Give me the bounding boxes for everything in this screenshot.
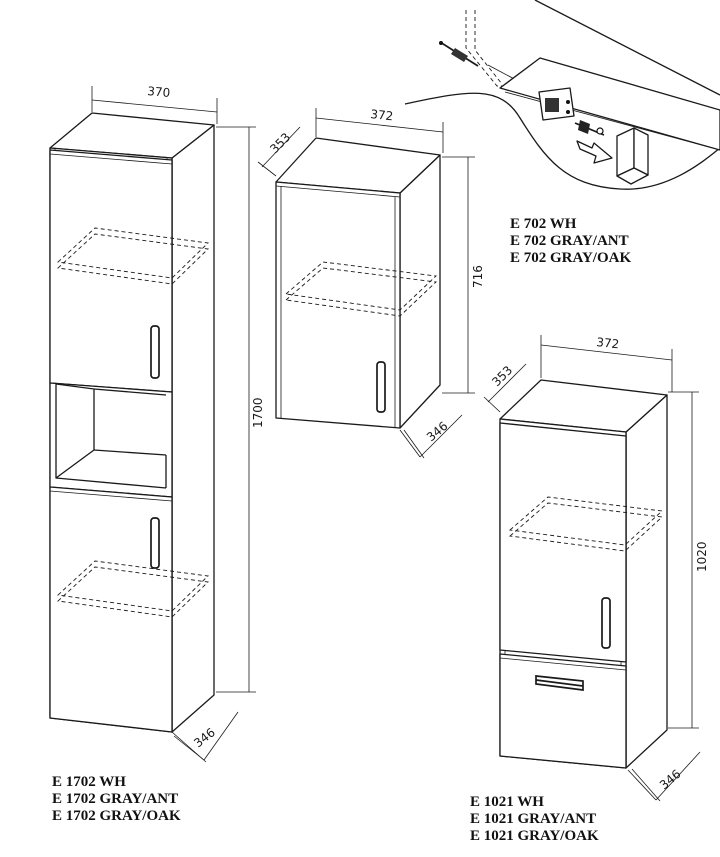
model-label: E 702 GRAY/OAK (510, 250, 632, 266)
wall-cabinet-width-dimension: 372 (315, 107, 444, 153)
mid-cabinet-height-label: 1020 (695, 541, 709, 572)
mid-cabinet: 372 353 1020 346 (483, 335, 709, 802)
tall-cabinet-upper-handle (150, 325, 160, 379)
wall-cabinet-height-label: 716 (471, 265, 485, 288)
mid-cabinet-top-depth-label: 353 (489, 363, 515, 389)
wall-screw-icon (439, 41, 479, 67)
tall-cabinet-shelf-upper (56, 227, 209, 285)
model-label: E 1021 WH (470, 794, 544, 810)
corner-bracket-icon (616, 127, 649, 185)
mounting-bolt-icon (574, 120, 605, 136)
tall-cabinet-lower-handle (150, 517, 160, 569)
mid-cabinet-model-labels: E 1021 WH E 1021 GRAY/ANT E 1021 GRAY/OA… (470, 794, 599, 845)
model-label: E 702 GRAY/ANT (510, 233, 629, 249)
model-label: E 1702 WH (52, 774, 126, 790)
mid-cabinet-door (499, 422, 627, 663)
model-label: E 1702 GRAY/OAK (52, 808, 181, 824)
wall-cabinet-front (275, 181, 401, 429)
model-label: E 1021 GRAY/OAK (470, 828, 599, 844)
wall-cabinet-handle (376, 361, 386, 413)
wall-mount-bracket-plate (545, 98, 559, 112)
tall-cabinet-upper-door (49, 149, 173, 393)
wall-cabinet-top-depth-label: 353 (267, 130, 293, 156)
mid-cabinet-drawer (499, 653, 627, 769)
detail-outline-curve (404, 92, 720, 190)
tall-cabinet-model-labels: E 1702 WH E 1702 GRAY/ANT E 1702 GRAY/OA… (52, 774, 181, 825)
wall-cabinet-depth-label: 346 (424, 419, 451, 444)
mid-cabinet-side (625, 394, 668, 769)
wall-cabinet-depth-dimension: 346 (399, 414, 463, 459)
wall-cabinet-model-labels: E 702 WH E 702 GRAY/ANT E 702 GRAY/OAK (510, 216, 631, 267)
wall-mount-detail (404, 0, 720, 190)
tall-cabinet-width-label: 370 (147, 84, 171, 100)
model-label: E 1021 GRAY/ANT (470, 811, 597, 827)
wall-cabinet-shelf (284, 261, 438, 317)
wall-cabinet-width-label: 372 (370, 107, 394, 123)
tall-cabinet-shelf-lower (56, 560, 209, 618)
mid-cabinet-drawer-handle (535, 675, 584, 691)
model-label: E 1702 GRAY/ANT (52, 791, 179, 807)
mid-cabinet-depth-dimension: 346 (627, 751, 701, 802)
tall-cabinet-height-dimension: 1700 (216, 126, 265, 693)
tall-cabinet-side (171, 124, 215, 733)
mid-cabinet-shelf (508, 496, 664, 552)
tall-cabinet-lower-door (49, 486, 173, 733)
mid-cabinet-depth-label: 346 (657, 767, 684, 792)
wall-cabinet-height-dimension: 716 (442, 156, 485, 394)
arrow-icon (576, 140, 613, 164)
mid-cabinet-height-dimension: 1020 (668, 391, 709, 729)
wall-mount-rail (499, 57, 720, 151)
tall-cabinet: 370 1700 346 (49, 84, 265, 763)
model-label: E 702 WH (510, 216, 577, 232)
tall-cabinet-width-dimension: 370 (91, 84, 218, 124)
wall-cabinet: 372 353 716 346 (257, 107, 485, 459)
mid-cabinet-width-label: 372 (596, 335, 620, 351)
detail-outline-top (534, 0, 720, 96)
mid-cabinet-door-handle (601, 597, 611, 649)
mid-cabinet-width-dimension: 372 (540, 335, 673, 392)
tall-cabinet-height-label: 1700 (251, 397, 265, 428)
